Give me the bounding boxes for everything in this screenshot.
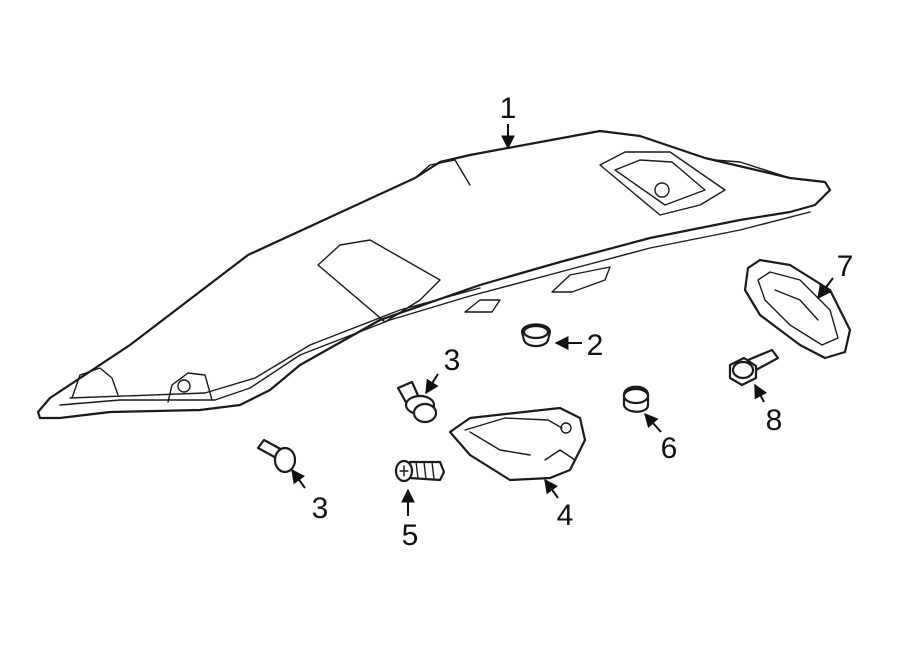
leader-3-lower (291, 468, 306, 489)
callout-7: 7 (837, 250, 854, 283)
callout-3-lower: 3 (312, 492, 329, 525)
leader-8 (754, 383, 768, 403)
clip-part-2 (520, 323, 552, 348)
leader-4 (544, 478, 559, 499)
screw-clip-part-3-lower (256, 438, 297, 474)
bracket-part-4 (448, 406, 587, 482)
bolt-part-8 (728, 348, 780, 387)
trim-panel-part-1 (36, 129, 832, 420)
handle-part-7 (743, 258, 852, 360)
callout-2: 2 (587, 329, 604, 362)
callout-8: 8 (766, 404, 783, 437)
screw-part-5 (394, 459, 446, 483)
callout-numbers: 1 2 3 3 4 5 6 7 8 (312, 92, 854, 552)
callout-leaders (291, 124, 834, 516)
leader-7 (817, 277, 834, 300)
callout-4: 4 (557, 499, 574, 532)
leader-3-upper (425, 373, 439, 395)
callout-1: 1 (500, 92, 517, 125)
callout-3-upper: 3 (444, 344, 461, 377)
plug-part-6 (622, 385, 650, 413)
callout-5: 5 (402, 519, 419, 552)
callout-6: 6 (661, 432, 678, 465)
push-clip-part-3-upper (396, 380, 438, 424)
leader-6 (644, 412, 662, 433)
